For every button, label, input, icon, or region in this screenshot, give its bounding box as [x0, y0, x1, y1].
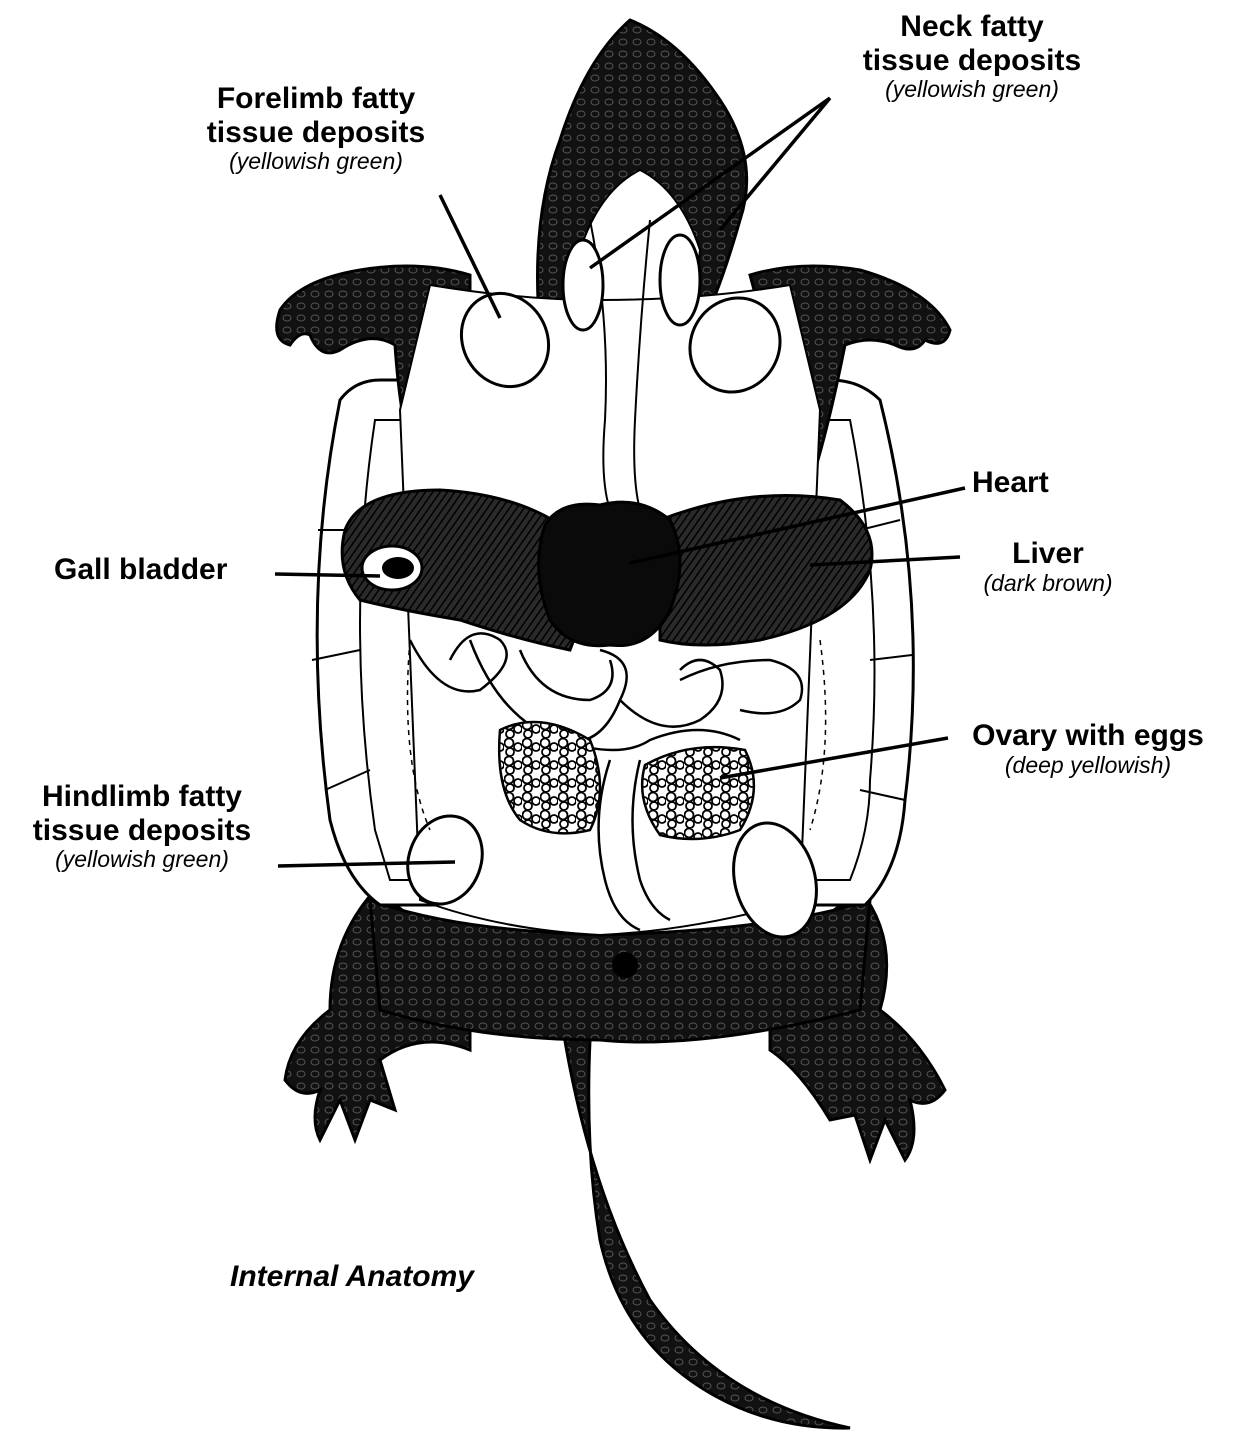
- ovary-label: Ovary with eggs (deep yellowish): [948, 719, 1228, 778]
- forelimb-fat-title-line2: tissue deposits: [180, 116, 452, 150]
- heart-label: Heart: [972, 466, 1072, 500]
- forelimb-fat-note: (yellowish green): [180, 149, 452, 175]
- right-neck-fat: [660, 235, 700, 325]
- forelimb-fat-label: Forelimb fatty tissue deposits (yellowis…: [180, 82, 452, 175]
- hindlimb-fat-title-line1: Hindlimb fatty: [8, 780, 276, 814]
- cloaca: [613, 953, 637, 977]
- liver-title: Liver: [962, 537, 1134, 571]
- hindlimb-fat-note: (yellowish green): [8, 847, 276, 873]
- figure-caption: Internal Anatomy: [230, 1260, 474, 1294]
- gall-bladder-label: Gall bladder: [54, 553, 274, 587]
- neck-fat-label: Neck fatty tissue deposits (yellowish gr…: [836, 10, 1108, 103]
- left-neck-fat: [563, 240, 603, 330]
- heart-title: Heart: [972, 466, 1072, 500]
- neck-fat-title-line2: tissue deposits: [836, 44, 1108, 78]
- hindlimb-fat-label: Hindlimb fatty tissue deposits (yellowis…: [8, 780, 276, 873]
- forelimb-fat-title-line1: Forelimb fatty: [180, 82, 452, 116]
- hindlimb-fat-title-line2: tissue deposits: [8, 814, 276, 848]
- heart: [539, 502, 680, 646]
- ovary-title: Ovary with eggs: [948, 719, 1228, 753]
- neck-fat-note: (yellowish green): [836, 77, 1108, 103]
- right-ovary: [642, 747, 754, 839]
- gall-bladder-title: Gall bladder: [54, 553, 274, 587]
- ovary-note: (deep yellowish): [948, 753, 1228, 779]
- liver-note: (dark brown): [962, 571, 1134, 597]
- liver-label: Liver (dark brown): [962, 537, 1134, 596]
- neck-fat-title-line1: Neck fatty: [836, 10, 1108, 44]
